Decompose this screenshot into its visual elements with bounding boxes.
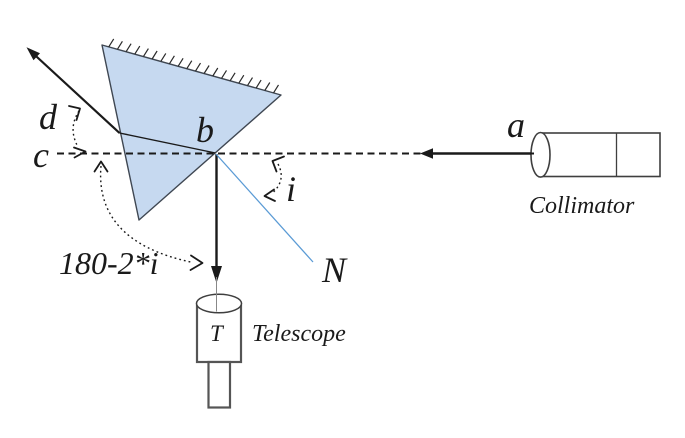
collimator-caption: Collimator	[529, 193, 635, 219]
angle-i-arc	[272, 163, 282, 194]
angle-d-arc-arrowhead-bottom	[73, 146, 87, 159]
deviation-formula-label: 180-2*i	[59, 245, 159, 281]
normal-label: N	[322, 250, 347, 290]
deviation-formula-arc	[99, 165, 194, 264]
telescope-caption: Telescope	[252, 321, 346, 347]
incidence-point-label: b	[196, 110, 214, 150]
angle-i-arc-arrowhead-bottom	[263, 188, 276, 202]
telescope-letter-label: T	[210, 321, 223, 346]
incidence-angle-label: i	[286, 169, 297, 209]
prism-shape	[101, 44, 282, 221]
prism-hatching	[108, 38, 280, 94]
telescope-lens	[195, 293, 243, 314]
angle-i-arc-arrowhead-top	[271, 155, 285, 173]
angle-d-arc	[72, 110, 80, 147]
deviation-formula-arc-arrowhead-right	[189, 254, 204, 271]
internal-ray-line	[119, 132, 216, 154]
emergent-ray-line	[30, 50, 121, 134]
incident-ray-label: a	[507, 105, 525, 145]
telescope-eyepiece	[207, 360, 232, 409]
incident-ray-arrowhead	[420, 148, 433, 159]
normal-line	[215, 153, 314, 263]
collimator-lens	[530, 131, 551, 178]
angle-d-arc-arrowhead-top	[68, 105, 81, 121]
deviation-formula-arc-arrowhead-up	[93, 160, 109, 173]
collimator-body	[540, 132, 661, 178]
emergent-ray-arrowhead	[26, 47, 40, 61]
reflected-ray-arrowhead	[211, 266, 222, 283]
deviation-angle-label: d	[39, 97, 57, 137]
undeviated-ray-label: c	[33, 135, 49, 175]
